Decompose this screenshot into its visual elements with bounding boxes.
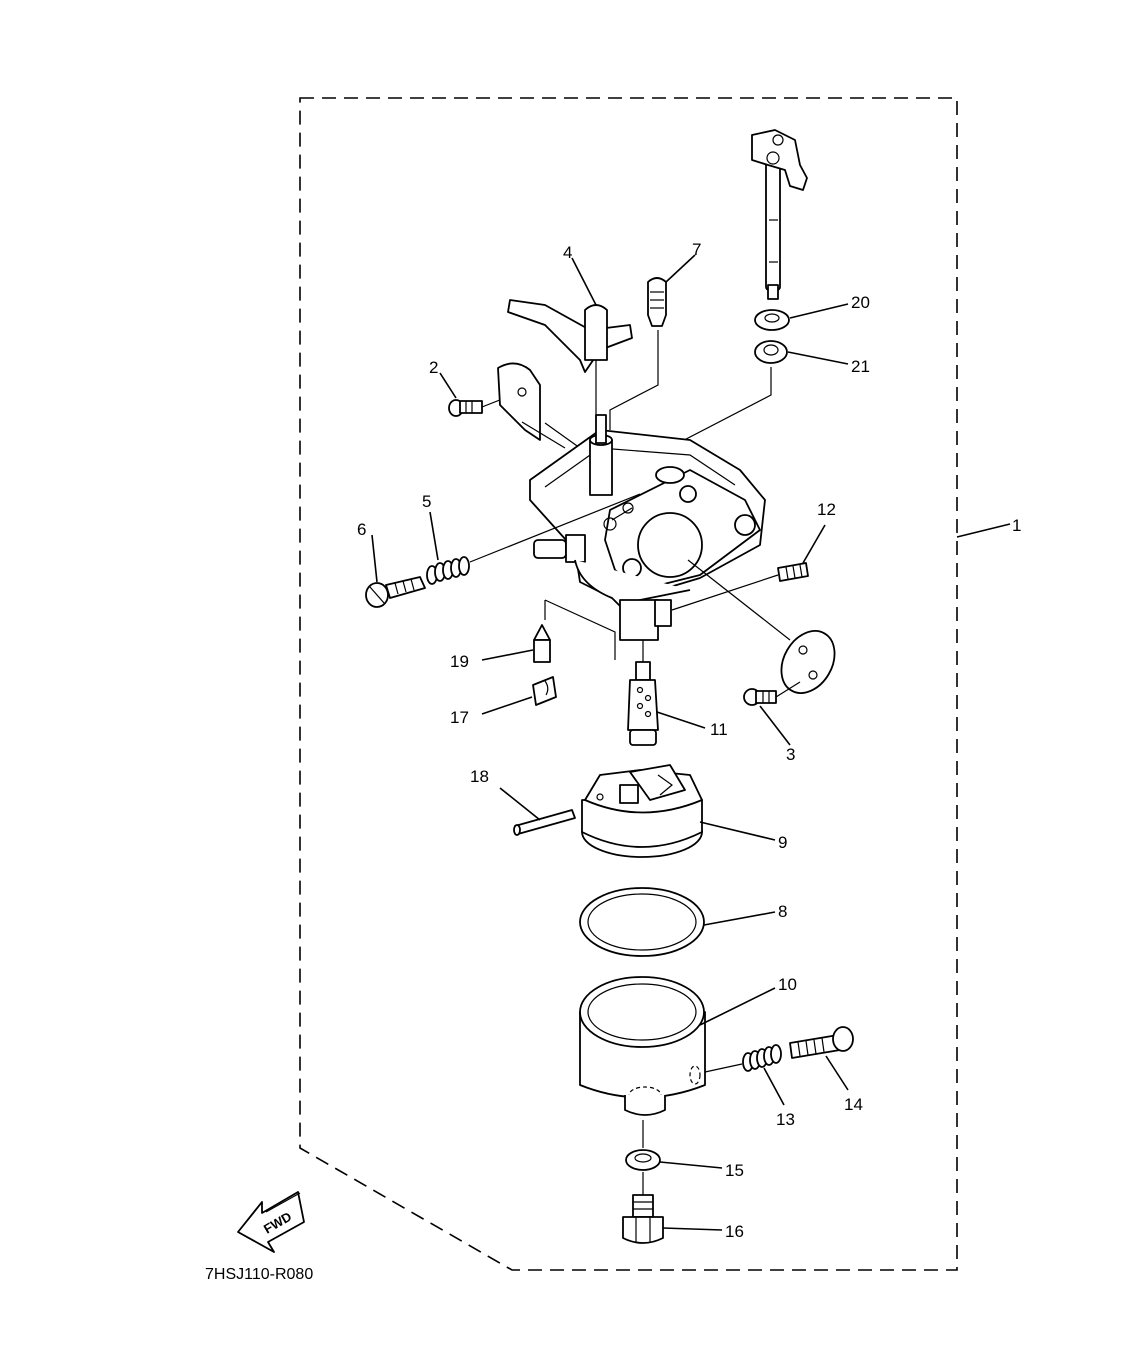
- diagram-code: 7HSJ110-R080: [205, 1266, 313, 1283]
- choke-plate: [497, 362, 541, 441]
- callout-15: 15: [725, 1161, 744, 1180]
- main-nozzle-11: [627, 661, 659, 746]
- clip-17: [532, 676, 557, 706]
- callout-11: 11: [710, 720, 728, 739]
- callout-3: 3: [786, 745, 795, 764]
- callout-5: 5: [422, 492, 431, 511]
- bolt-14: [789, 1026, 854, 1059]
- spring-5: [426, 556, 470, 585]
- float-bowl-10: [579, 976, 706, 1116]
- float-9: [581, 764, 703, 858]
- callout-1: 1: [1012, 516, 1021, 535]
- float-pin-18: [513, 809, 576, 836]
- callout-12: 12: [817, 500, 836, 519]
- callout-21: 21: [851, 357, 870, 376]
- spring-13: [742, 1044, 782, 1072]
- callout-6: 6: [357, 520, 366, 539]
- pilot-screw-12: [777, 562, 809, 582]
- fwd-arrow-icon: [237, 1191, 305, 1253]
- callout-4: 4: [563, 243, 572, 262]
- callout-18: 18: [470, 767, 489, 786]
- throttle-plate: [780, 630, 836, 694]
- callout-2: 2: [429, 358, 438, 377]
- callout-10: 10: [778, 975, 797, 994]
- idle-screw-6: [365, 576, 426, 608]
- bowl-gasket-8: [579, 887, 705, 957]
- callout-8: 8: [778, 902, 787, 921]
- seal-21: [754, 340, 788, 364]
- screw-2: [448, 399, 483, 417]
- callout-13: 13: [776, 1110, 795, 1129]
- callout-17: 17: [450, 708, 469, 727]
- choke-lever-4: [507, 299, 633, 420]
- callout-14: 14: [844, 1095, 863, 1114]
- callout-7: 7: [692, 240, 701, 259]
- washer-20: [754, 309, 790, 331]
- carburetor-body: [529, 414, 766, 641]
- assembly-boundary: [299, 97, 958, 1271]
- drain-bolt-16: [622, 1194, 664, 1244]
- callout-20: 20: [851, 293, 870, 312]
- throttle-shaft: [751, 129, 808, 300]
- callout-16: 16: [725, 1222, 744, 1241]
- jet-7: [647, 277, 667, 327]
- callout-9: 9: [778, 833, 787, 852]
- screw-3: [743, 688, 777, 706]
- callout-19: 19: [450, 652, 469, 671]
- washer-15: [625, 1149, 661, 1171]
- needle-valve-19: [533, 624, 551, 663]
